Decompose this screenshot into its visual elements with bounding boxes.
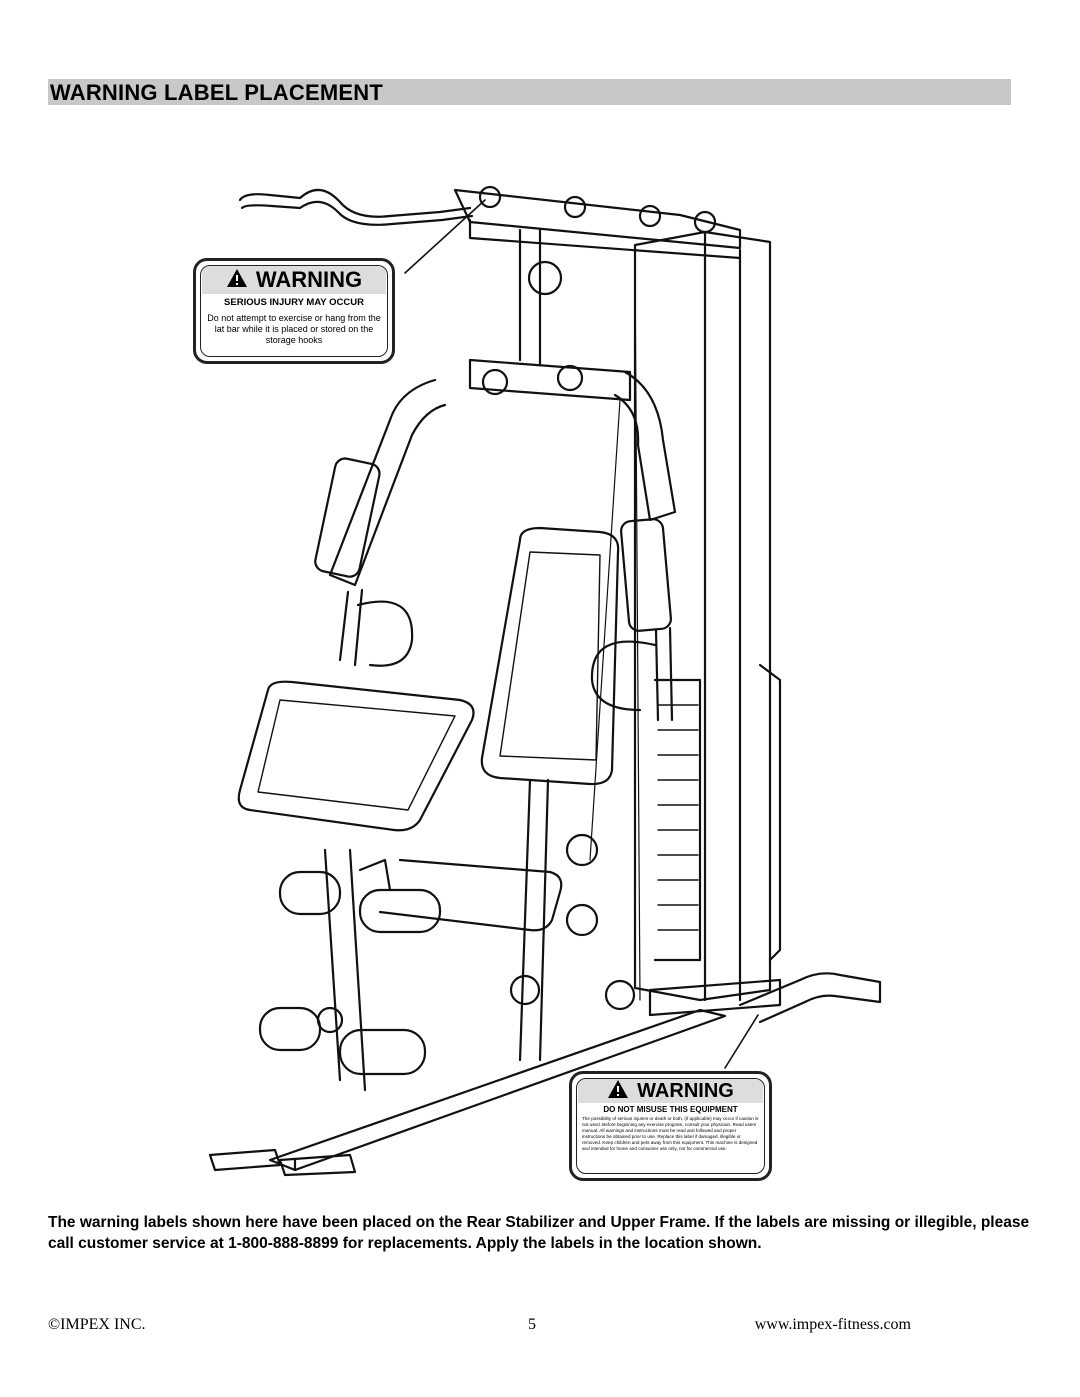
label-header: WARNING (578, 1079, 763, 1103)
warning-body: Do not attempt to exercise or hang from … (207, 313, 381, 345)
warning-subheading: SERIOUS INJURY MAY OCCUR (224, 297, 364, 308)
lat-bar (238, 188, 474, 226)
warning-heading: WARNING (255, 267, 363, 292)
alert-triangle-icon (226, 268, 248, 293)
warning-label-rear-stabilizer: WARNING DO NOT MISUSE THIS EQUIPMENT The… (569, 1071, 772, 1181)
label-inner-border (576, 1078, 765, 1174)
footer-website: www.impex-fitness.com (754, 1316, 911, 1333)
home-gym-illustration (180, 160, 900, 1180)
page-number: 5 (528, 1316, 536, 1333)
label-header: WARNING (202, 266, 386, 294)
warning-body: The possibility of serious injuries or d… (582, 1116, 759, 1151)
footer-copyright: ©IMPEX INC. (48, 1316, 146, 1333)
alert-triangle-icon (607, 1079, 629, 1104)
label-inner-border (200, 265, 388, 357)
warning-subheading: DO NOT MISUSE THIS EQUIPMENT (603, 1105, 738, 1114)
body-paragraph: The warning labels shown here have been … (48, 1214, 1030, 1252)
leader-line-bottom (724, 1014, 759, 1069)
section-title: WARNING LABEL PLACEMENT (50, 80, 383, 105)
warning-label-upper-frame: WARNING SERIOUS INJURY MAY OCCUR Do not … (193, 258, 395, 364)
warning-heading: WARNING (637, 1079, 734, 1102)
page-footer: ©IMPEX INC. 5 www.impex-fitness.com (48, 1316, 911, 1336)
section-header: WARNING LABEL PLACEMENT (48, 79, 1011, 105)
leader-line-top (404, 199, 486, 274)
